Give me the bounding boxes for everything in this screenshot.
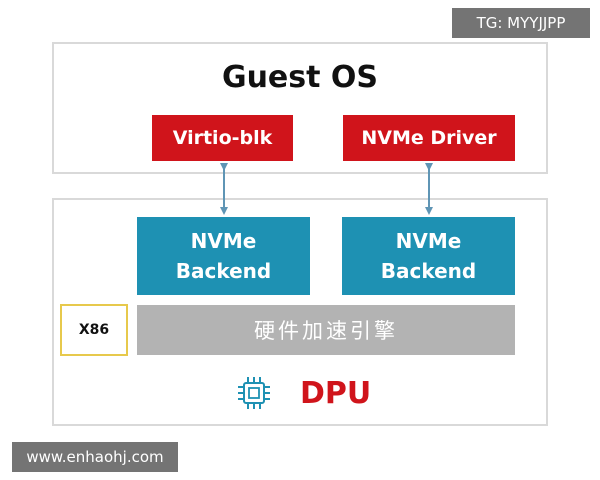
guest-os-container xyxy=(52,42,548,174)
guest-os-title: Guest OS xyxy=(221,59,379,95)
nvme-driver-box: NVMe Driver xyxy=(343,115,515,161)
top-watermark: TG: MYYJJPP xyxy=(452,8,590,38)
dpu-label: DPU xyxy=(300,375,372,411)
backend-left-line2: Backend xyxy=(175,259,272,283)
backend-right-line2: Backend xyxy=(380,259,477,283)
nvme-backend-left-box: NVMe Backend xyxy=(137,217,310,295)
hardware-acceleration-engine-box: 硬件加速引擎 xyxy=(137,305,515,355)
virtio-blk-box: Virtio-blk xyxy=(152,115,293,161)
x86-box: X86 xyxy=(60,304,128,356)
bottom-watermark: www.enhaohj.com xyxy=(12,442,178,472)
nvme-backend-right-box: NVMe Backend xyxy=(342,217,515,295)
backend-left-line1: NVMe xyxy=(190,229,257,253)
backend-right-line1: NVMe xyxy=(395,229,462,253)
chip-icon xyxy=(238,377,270,409)
